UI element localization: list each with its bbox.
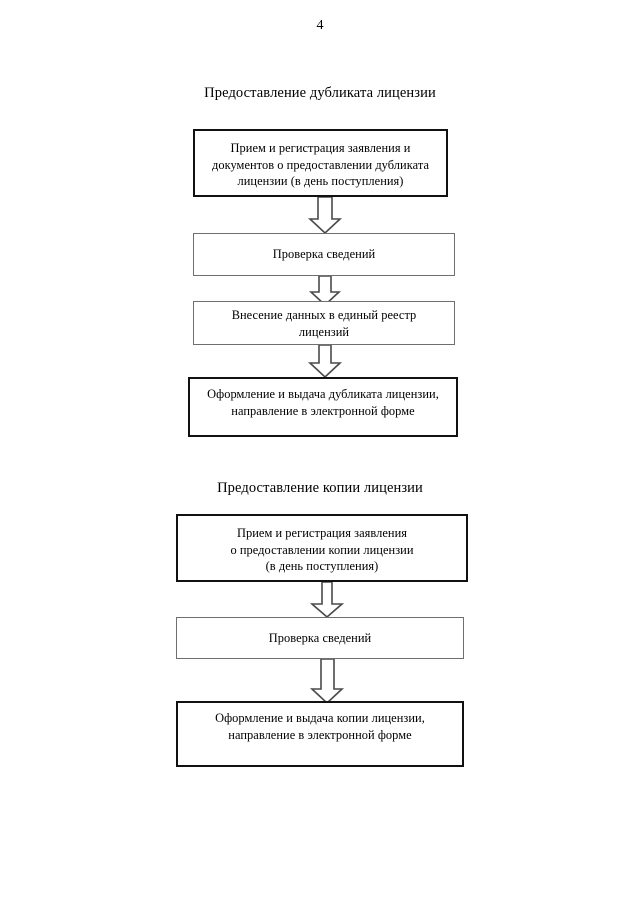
flow-node-label: Проверка сведений [272, 247, 376, 262]
flow-node-s2-issue-copy: Оформление и выдача копии лицензии, напр… [176, 701, 464, 767]
section-title-license-copy: Предоставление копии лицензии [217, 480, 423, 496]
arrow-s1-3 [306, 345, 344, 378]
flow-node-s2-verification: Проверка сведений [176, 617, 464, 659]
flow-node-label: Оформление и выдача копии лицензии, напр… [215, 711, 425, 742]
flow-node-label: Оформление и выдача дубликата лицензии, … [207, 387, 439, 418]
arrow-s2-2 [308, 659, 346, 704]
arrow-s1-2 [306, 276, 344, 306]
section-title-duplicate-license: Предоставление дубликата лицензии [204, 85, 436, 101]
flow-node-label: Проверка сведений [268, 630, 372, 645]
flow-node-s1-verification: Проверка сведений [193, 233, 455, 276]
flow-node-label: Внесение данных в единый реестр лицензий [231, 308, 417, 339]
page-number: 4 [316, 18, 324, 33]
flow-node-label: Прием и регистрация заявления о предоста… [230, 526, 414, 573]
flow-node-s1-registry-entry: Внесение данных в единый реестр лицензий [193, 301, 455, 345]
flow-node-label: Прием и регистрация заявления и документ… [211, 141, 429, 188]
flow-node-s1-issue-duplicate: Оформление и выдача дубликата лицензии, … [188, 377, 458, 437]
flow-node-s2-intake: Прием и регистрация заявления о предоста… [176, 514, 468, 582]
arrow-s1-1 [306, 197, 344, 234]
arrow-s2-1 [308, 582, 346, 618]
flow-node-s1-intake: Прием и регистрация заявления и документ… [193, 129, 448, 197]
